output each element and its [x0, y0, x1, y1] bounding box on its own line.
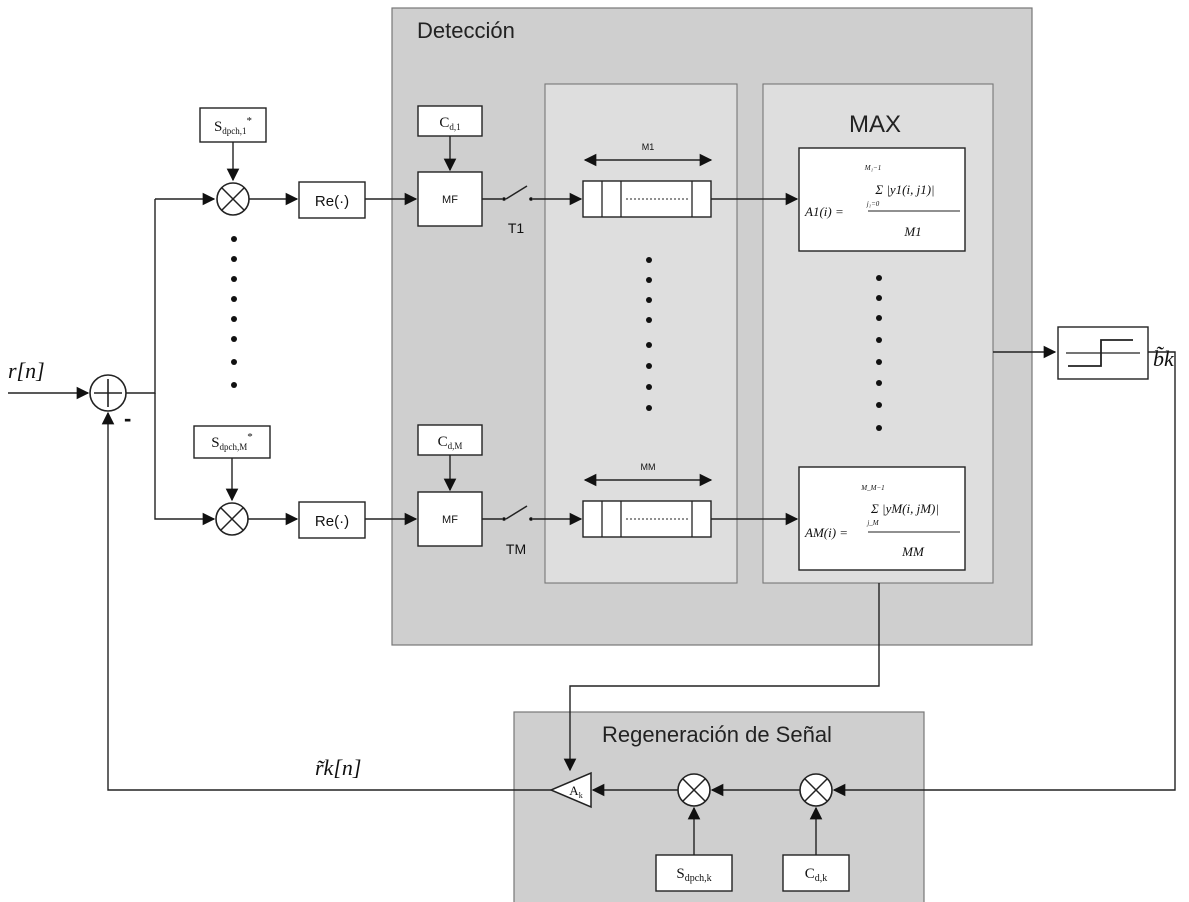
branchM-feed — [154, 393, 216, 526]
metric-numerator-M: Σ |yM(i, jM)| — [870, 501, 939, 516]
regen-multiplier-code — [799, 773, 833, 807]
branch-1: Sdpch,1* Re(·) Cd,1 MF T1 M1 — [199, 105, 966, 252]
matched-filter-label-M: MF — [442, 514, 458, 526]
svg-text:j_M: j_M — [866, 519, 879, 527]
real-part-label-M: Re(·) — [315, 513, 349, 530]
multiplier-M — [215, 502, 249, 536]
metric-lhs-1: A1(i) = — [804, 204, 844, 219]
switch-label-1: T1 — [508, 220, 525, 236]
output-label: b̃k — [1153, 346, 1175, 371]
metric-numerator-1: Σ |y1(i, j1)| — [874, 182, 934, 197]
summing-junction — [89, 374, 127, 412]
max-label: MAX — [849, 111, 901, 138]
split-wire — [126, 199, 156, 394]
buffer-1 — [582, 180, 712, 218]
amplifier: Ak — [549, 771, 592, 809]
real-part-label-1: Re(·) — [315, 193, 349, 210]
detection-title: Detección — [417, 18, 515, 43]
code-block-M — [417, 424, 483, 456]
regen-code-block — [782, 854, 850, 892]
feedback-label: r̃k[n] — [315, 755, 361, 780]
code-block-1 — [417, 105, 483, 137]
ellipsis-dots-metrics — [876, 275, 882, 431]
svg-text:M_M−1: M_M−1 — [860, 484, 884, 492]
ellipsis-dots-buffers — [646, 257, 652, 411]
metric-lhs-M: AM(i) = — [804, 525, 848, 540]
summer-minus-sign: - — [124, 406, 131, 431]
real-part-block-M — [298, 501, 366, 539]
feedback-wire — [101, 411, 551, 791]
output-feedback-wire — [832, 351, 1176, 797]
metric-block-1: M₁−1 Σ |y1(i, j1)| j₁=0 A1(i) = M1 — [798, 147, 966, 252]
real-part-block-1 — [298, 181, 366, 219]
metric-denominator-1: M1 — [903, 224, 921, 239]
matched-filter-M — [417, 491, 483, 547]
buffer-length-1: M1 — [642, 142, 655, 152]
metric-denominator-M: MM — [901, 544, 925, 559]
matched-filter-label-1: MF — [442, 194, 458, 206]
ellipsis-dots-multipliers — [231, 236, 237, 388]
branch-M: Sdpch,M* Re(·) Cd,M MF TM MM — [193, 424, 966, 571]
buffer-length-M: MM — [641, 462, 656, 472]
multiplier-1 — [216, 182, 250, 216]
sampling-switch-M — [482, 505, 533, 521]
matched-filter-1 — [417, 171, 483, 227]
buffer-panel — [544, 83, 738, 584]
buffer-M — [582, 500, 712, 538]
svg-text:M₁−1: M₁−1 — [864, 164, 882, 172]
regen-multiplier-spread — [677, 773, 711, 807]
hard-decision-block — [1057, 326, 1149, 380]
switch-label-M: TM — [506, 541, 526, 557]
max-to-amp-wire — [563, 583, 880, 772]
sampling-switch-1 — [482, 185, 533, 201]
regeneration-title: Regeneración de Señal — [602, 722, 832, 747]
input-label: r[n] — [8, 358, 45, 383]
metric-block-M: M_M−1 Σ |yM(i, jM)| j_M AM(i) = MM — [798, 466, 966, 571]
svg-text:j₁=0: j₁=0 — [866, 200, 880, 208]
